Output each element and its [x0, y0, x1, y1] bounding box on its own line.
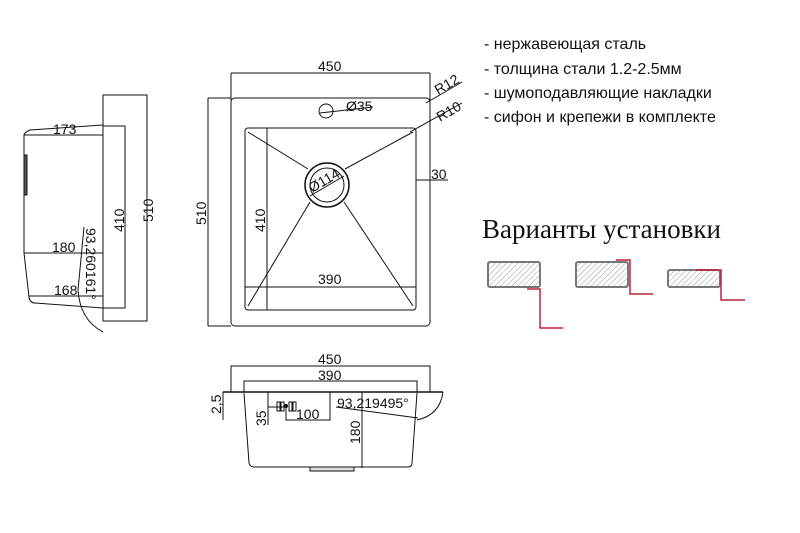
- dim-side-angle: 93,260161°: [83, 228, 99, 300]
- dim-top-390: 390: [318, 271, 342, 287]
- feature-item: - толщина стали 1.2-2.5мм: [484, 61, 682, 78]
- feature-item: - сифон и крепежи в комплекте: [484, 109, 716, 126]
- side-view: 173 180 168 93,260161° 410 510: [23, 94, 156, 333]
- dim-thickness: 2,5: [208, 394, 224, 414]
- top-view: 450 510 410 390 Ø114 Ø35 R12 R10 30: [193, 58, 464, 327]
- dim-30: 30: [431, 166, 447, 182]
- dim-front-angle: 93,219495°: [337, 395, 409, 411]
- dim-100: 100: [296, 406, 320, 422]
- dim-173: 173: [53, 121, 77, 137]
- install-variant-1: [487, 261, 563, 329]
- feature-item: - нержавеющая сталь: [484, 36, 647, 53]
- dim-180: 180: [52, 239, 76, 255]
- feature-item: - шумоподавляющие накладки: [484, 85, 712, 102]
- dim-hole: Ø35: [346, 98, 373, 114]
- install-variant-2: [575, 259, 653, 295]
- dim-front-390: 390: [318, 367, 342, 383]
- dim-side-510: 510: [140, 198, 156, 222]
- dim-168: 168: [54, 282, 78, 298]
- dim-top-410: 410: [252, 208, 268, 232]
- dim-r12: R12: [432, 71, 462, 98]
- dim-35: 35: [253, 410, 269, 426]
- front-view: 450 390 2,5 93,219495° 35 100 180: [208, 351, 444, 472]
- dim-r10: R10: [434, 98, 464, 125]
- dim-top-510: 510: [193, 201, 209, 225]
- dim-180-depth: 180: [347, 420, 363, 444]
- dim-top-450: 450: [318, 58, 342, 74]
- install-title: Варианты установки: [482, 214, 721, 244]
- dim-side-410: 410: [111, 208, 127, 232]
- dim-front-450: 450: [318, 351, 342, 367]
- install-variant-3: [667, 269, 745, 301]
